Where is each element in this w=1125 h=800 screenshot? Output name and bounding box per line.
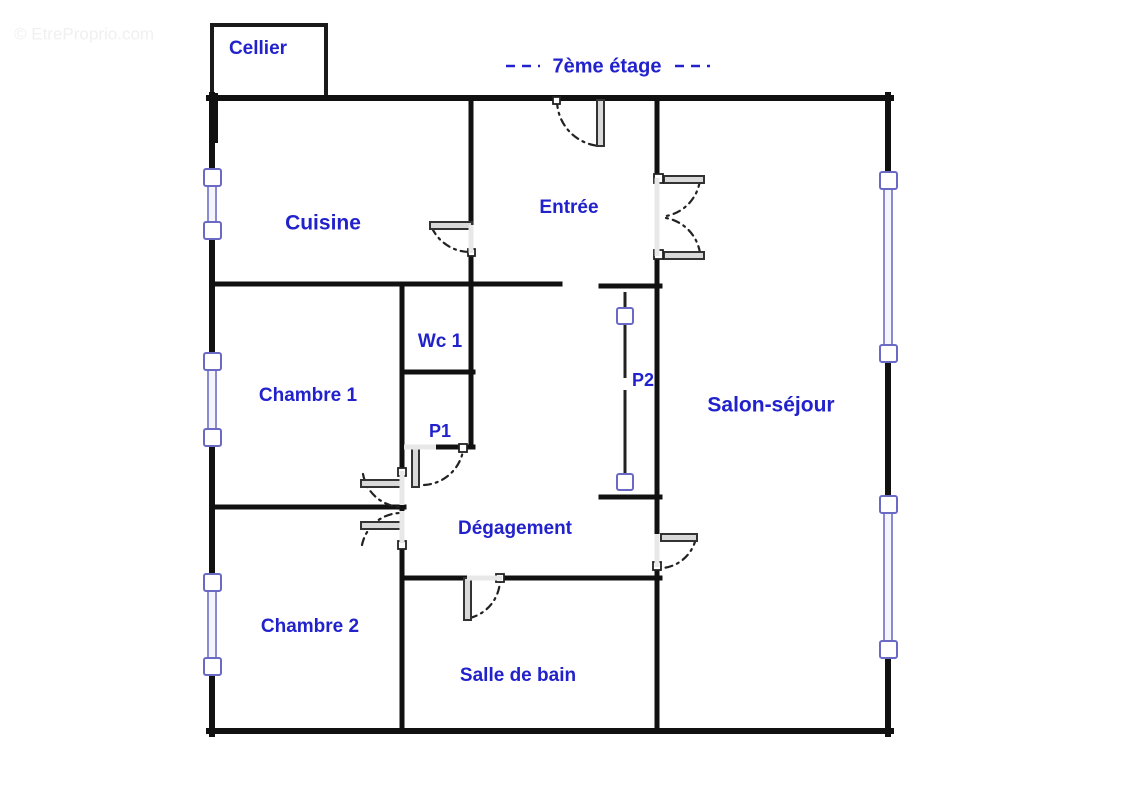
door-salon-lower-leaf bbox=[663, 251, 705, 260]
room-label-chambre-2: Chambre 2 bbox=[261, 616, 359, 637]
door-chambre2[interactable] bbox=[360, 511, 407, 550]
closet-p2[interactable] bbox=[616, 292, 634, 491]
window-cuisine-left-cap-top bbox=[203, 168, 222, 187]
closet-p2-cap-bottom bbox=[616, 473, 634, 491]
door-chambre1-arc bbox=[361, 472, 402, 509]
cellier-outline bbox=[210, 23, 328, 100]
window-salon-right-2 bbox=[879, 495, 898, 659]
window-salon-right-1-bar bbox=[883, 175, 893, 359]
door-sdb[interactable] bbox=[463, 573, 505, 621]
door-salon-lower-arc bbox=[664, 216, 702, 255]
floor-title: 7ème étage bbox=[553, 55, 662, 77]
room-label-placard-2: P2 bbox=[632, 370, 654, 390]
door-chambre2-leaf bbox=[360, 521, 404, 530]
room-label-entree: Entrée bbox=[539, 197, 598, 218]
room-label-placard-1: P1 bbox=[429, 421, 451, 441]
door-salon-degagement[interactable] bbox=[652, 533, 698, 571]
door-salon-lower[interactable] bbox=[653, 178, 705, 260]
window-chambre1-left-cap-bottom bbox=[203, 428, 222, 447]
window-chambre1-left bbox=[203, 352, 222, 447]
window-salon-right-1 bbox=[879, 171, 898, 363]
door-placard1-arc bbox=[422, 449, 465, 487]
cellier-walls bbox=[210, 23, 328, 100]
window-salon-right-2-cap-top bbox=[879, 495, 898, 514]
door-sdb-arc bbox=[468, 578, 502, 620]
closet-p2-cap-top bbox=[616, 307, 634, 325]
room-label-degagement: Dégagement bbox=[458, 518, 573, 539]
room-label-salon-sejour: Salon-séjour bbox=[707, 394, 834, 417]
window-salon-right-1-cap-bottom bbox=[879, 344, 898, 363]
door-sdb-leaf bbox=[463, 577, 472, 621]
window-salon-right-2-bar bbox=[883, 499, 893, 656]
door-salon-upper-arc bbox=[664, 178, 702, 218]
door-salon-upper[interactable] bbox=[653, 173, 705, 218]
window-chambre1-left-cap-top bbox=[203, 352, 222, 371]
room-label-cuisine: Cuisine bbox=[285, 212, 361, 235]
door-cuisine-leaf bbox=[429, 221, 473, 230]
door-placard1-leaf bbox=[411, 446, 420, 488]
door-salon-upper-leaf bbox=[663, 175, 705, 184]
door-chambre1[interactable] bbox=[360, 467, 407, 509]
window-salon-right-1-cap-top bbox=[879, 171, 898, 190]
watermark: © EtreProprio.com bbox=[14, 24, 154, 43]
room-label-cellier: Cellier bbox=[229, 38, 288, 59]
door-entree-palier-hinge bbox=[552, 96, 561, 105]
door-cuisine-arc bbox=[430, 226, 472, 254]
window-cuisine-left bbox=[203, 168, 222, 240]
room-label-chambre-1: Chambre 1 bbox=[259, 385, 358, 406]
room-label-salle-de-bain: Salle de bain bbox=[460, 665, 576, 686]
door-entree-palier-leaf bbox=[596, 99, 605, 147]
door-chambre1-leaf bbox=[360, 479, 404, 488]
door-salon-degagement-arc bbox=[661, 536, 698, 570]
door-entree-palier-arc bbox=[555, 99, 602, 148]
room-label-wc-1: Wc 1 bbox=[418, 331, 463, 352]
windows-group bbox=[203, 168, 898, 676]
door-cuisine[interactable] bbox=[429, 221, 476, 257]
window-cuisine-left-cap-bottom bbox=[203, 221, 222, 240]
door-placard1[interactable] bbox=[404, 443, 468, 488]
door-entree-palier[interactable] bbox=[552, 96, 605, 148]
door-salon-degagement-leaf bbox=[660, 533, 698, 542]
watermark-text: © EtreProprio.com bbox=[14, 24, 154, 43]
window-chambre2-left-cap-bottom bbox=[203, 657, 222, 676]
door-placard1-hinge bbox=[458, 443, 468, 453]
room-labels: Cellier Cuisine Entrée Salon-séjour Cham… bbox=[229, 38, 835, 686]
window-chambre2-left-cap-top bbox=[203, 573, 222, 592]
floor-title-group: 7ème étage bbox=[506, 55, 710, 77]
window-salon-right-2-cap-bottom bbox=[879, 640, 898, 659]
window-chambre2-left bbox=[203, 573, 222, 676]
